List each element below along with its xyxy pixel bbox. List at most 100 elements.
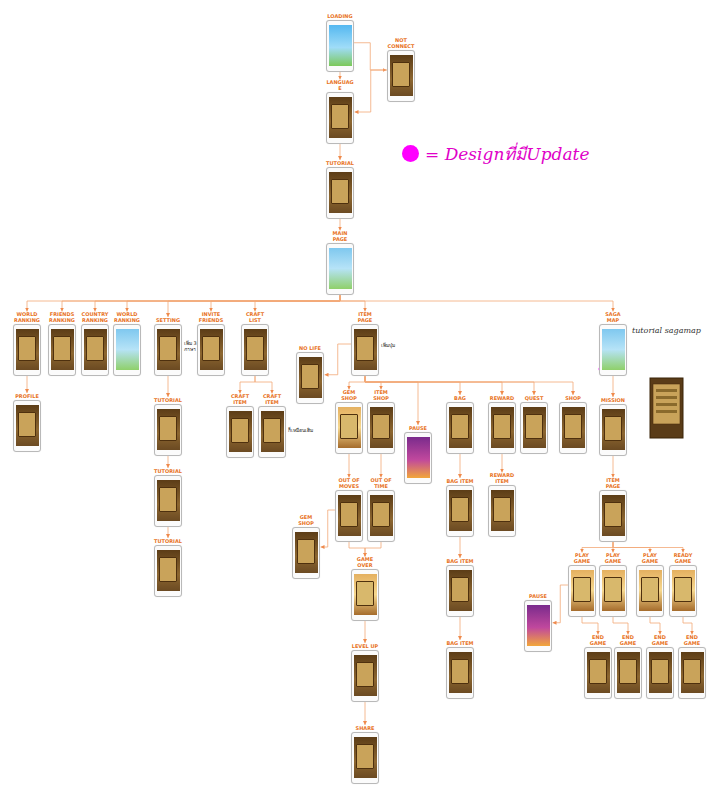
phone-frame — [197, 324, 225, 376]
phone-frame — [154, 545, 182, 597]
flow-connector — [168, 456, 169, 468]
flow-connector — [365, 376, 534, 395]
screen-title: COUNTRY RANKING — [81, 312, 109, 324]
phone-frame — [367, 490, 395, 542]
phone-screen — [157, 480, 180, 521]
phone-frame — [599, 490, 627, 542]
screen-panel — [159, 336, 177, 361]
flow-connector — [340, 144, 341, 160]
screen-panel — [392, 62, 410, 87]
phone-screen — [587, 652, 610, 693]
phone-frame — [335, 490, 363, 542]
screen-panel — [159, 416, 177, 441]
phone-frame — [351, 650, 379, 702]
phone-screen-node: GEM SHOP — [335, 390, 363, 454]
phone-screen-node: PAUSE — [524, 594, 552, 653]
phone-screen — [244, 329, 267, 370]
phone-screen-node: INVITE FRIENDS — [197, 312, 225, 376]
phone-screen — [354, 655, 377, 696]
flow-connector — [340, 219, 341, 231]
screen-title: PAUSE — [524, 594, 552, 601]
phone-screen — [449, 407, 472, 448]
tutorial-line — [656, 396, 677, 399]
tutorial-image — [650, 378, 683, 438]
phone-screen-node: REWARD ITEM — [488, 473, 516, 537]
phone-screen — [491, 407, 514, 448]
screen-panel — [641, 577, 659, 602]
flow-connector — [365, 702, 366, 725]
phone-frame — [446, 565, 474, 617]
screen-panel — [331, 104, 349, 129]
screen-title: CRAFT LIST — [241, 312, 269, 324]
screen-title: CRAFT ITEM — [258, 394, 286, 406]
phone-screen-node: BAG ITEM — [446, 559, 474, 618]
phone-frame — [387, 50, 415, 102]
phone-screen-node: WORLD RANKING — [13, 312, 41, 376]
phone-screen — [299, 357, 322, 398]
screen-title: END GAME — [678, 635, 706, 647]
flow-connector — [127, 295, 340, 312]
phone-screen-node: TUTORIAL — [154, 398, 182, 457]
phone-frame — [13, 324, 41, 376]
screen-title: READY GAME — [669, 553, 697, 565]
flow-connector — [255, 295, 340, 312]
phone-screen — [491, 490, 514, 531]
screen-title: PLAY GAME — [636, 553, 664, 565]
phone-screen-node: QUEST — [520, 396, 548, 455]
phone-screen-node: LOADING — [326, 14, 354, 73]
phone-screen-node: END GAME — [646, 635, 674, 699]
phone-frame — [296, 352, 324, 404]
flow-connector — [613, 617, 628, 635]
screen-panel — [493, 414, 511, 439]
phone-screen-node: SAGA MAP — [599, 312, 627, 376]
screen-panel — [683, 659, 701, 684]
phone-screen-node: CRAFT ITEM — [258, 394, 286, 458]
phone-screen — [390, 55, 413, 96]
screen-title: GEM SHOP — [335, 390, 363, 402]
phone-screen — [407, 437, 430, 478]
screen-title: REWARD — [488, 396, 516, 403]
screen-panel — [297, 539, 315, 564]
screen-panel — [53, 336, 71, 361]
phone-frame — [636, 565, 664, 617]
screen-title: PLAY GAME — [599, 553, 627, 565]
phone-screen — [449, 570, 472, 611]
flow-connector — [460, 617, 461, 640]
phone-screen-node: PAUSE — [404, 426, 432, 485]
screen-title: GAME OVER — [351, 557, 379, 569]
screen-panel — [18, 412, 36, 437]
screen-title: PLAY GAME — [568, 553, 596, 565]
screen-title: TUTORIAL — [326, 161, 354, 168]
phone-frame — [335, 402, 363, 454]
phone-frame — [326, 20, 354, 72]
flow-connector — [349, 454, 350, 478]
phone-frame — [446, 647, 474, 699]
phone-screen — [602, 329, 625, 370]
phone-screen — [16, 405, 39, 446]
screen-title: ITEM PAGE — [599, 478, 627, 490]
legend-swatch — [402, 145, 419, 162]
phone-frame — [351, 324, 379, 376]
flow-connector — [354, 43, 387, 70]
screen-title: SHOP — [559, 396, 587, 403]
phone-frame — [678, 647, 706, 699]
phone-screen-node: BAG — [446, 396, 474, 455]
flow-connector — [340, 295, 365, 312]
phone-frame — [488, 402, 516, 454]
flow-connector — [365, 621, 366, 643]
phone-frame — [326, 167, 354, 219]
phone-screen — [261, 411, 284, 452]
flow-connector — [460, 454, 461, 478]
phone-frame — [599, 404, 627, 456]
flow-connector — [95, 295, 340, 312]
screen-title: PAUSE — [404, 426, 432, 433]
phone-frame — [48, 324, 76, 376]
phone-screen — [602, 409, 625, 450]
phone-screen-node: SETTING — [154, 318, 182, 377]
screen-panel — [604, 577, 622, 602]
phone-screen — [229, 411, 252, 452]
phone-frame — [488, 485, 516, 537]
phone-frame — [154, 404, 182, 456]
tutorial-dialog — [653, 384, 680, 424]
